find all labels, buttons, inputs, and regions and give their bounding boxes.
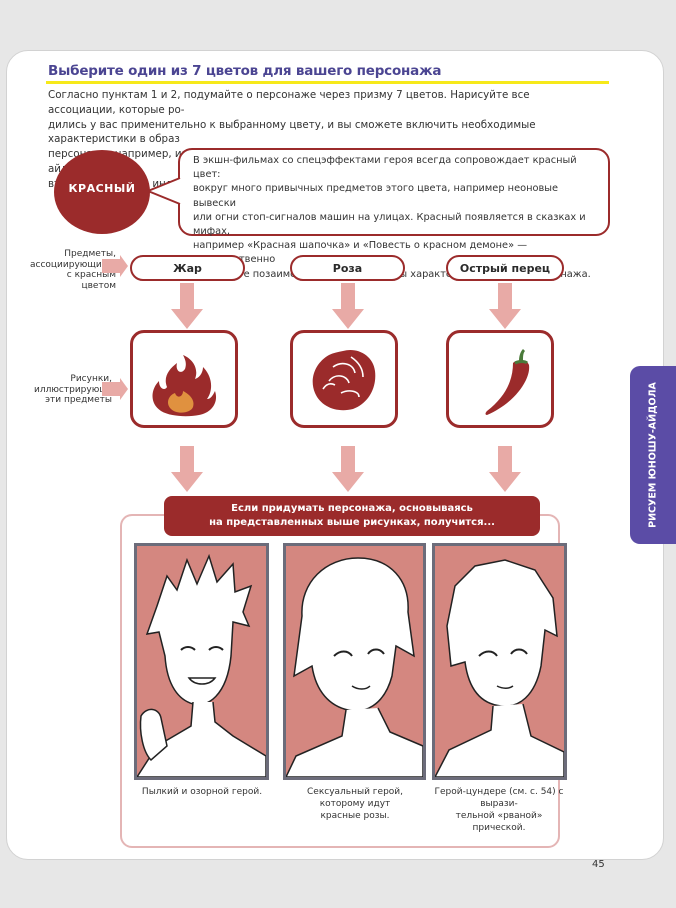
portrait-caption-3: Герой-цундере (см. с. 54) с вырази- тель… — [429, 786, 569, 834]
drawings-note-arrow — [102, 378, 128, 400]
down-arrow — [489, 446, 521, 492]
down-arrow — [171, 283, 203, 329]
character-illustration — [435, 559, 564, 777]
down-arrow — [332, 446, 364, 492]
drawings-side-note: Рисунки, иллюстрирующие эти предметы — [34, 374, 120, 406]
items-side-note: Предметы, ассоциирующиеся с красным цвет… — [30, 249, 118, 291]
note-line: ассоциирующиеся — [30, 259, 118, 270]
title-underline — [46, 81, 609, 84]
bubble-pointer — [146, 177, 181, 205]
note-line: с красным цветом — [66, 270, 116, 291]
banner-line: Если придумать персонажа, основываясь — [231, 503, 473, 514]
caption-line: красные розы. — [320, 811, 390, 821]
pepper-drawing-box — [446, 330, 554, 428]
color-badge-label: КРАСНЫЙ — [68, 182, 136, 195]
rose-icon — [312, 349, 376, 411]
note-line: Рисунки, — [70, 374, 112, 384]
portrait-caption-2: Сексуальный герой, которому идут красные… — [285, 786, 425, 822]
intro-line: Согласно пунктам 1 и 2, подумайте о перс… — [48, 89, 530, 116]
description-line: В экшн-фильмах со спецэффектами героя вс… — [193, 155, 577, 181]
note-line: иллюстрирующие — [34, 384, 120, 395]
caption-line: Герой-цундере (см. с. 54) с вырази- — [434, 787, 564, 809]
caption-line: тельной «рваной» прической. — [455, 811, 543, 833]
intro-line: дились у вас применительно к выбранному … — [48, 118, 536, 146]
portrait-character-1 — [134, 543, 269, 780]
section-title: Выберите один из 7 цветов для вашего пер… — [48, 63, 442, 79]
chili-pepper-icon — [485, 349, 530, 415]
item-pill-rose: Роза — [290, 255, 405, 281]
banner-line: на представленных выше рисунках, получит… — [209, 517, 495, 528]
item-pill-pepper: Острый перец — [446, 255, 564, 281]
caption-line: Сексуальный герой, которому идут — [307, 787, 403, 809]
color-description-bubble — [178, 148, 610, 236]
fire-icon — [152, 355, 217, 417]
rose-drawing-box — [290, 330, 398, 428]
description-line: вокруг много привычных предметов этого ц… — [193, 183, 559, 209]
note-line: Предметы, — [64, 249, 116, 259]
chapter-side-tab-label: РИСУЕМ ЮНОШУ-АЙДОЛА — [647, 382, 659, 528]
color-badge — [54, 150, 150, 234]
portrait-character-2 — [283, 543, 426, 780]
down-arrow — [171, 446, 203, 492]
down-arrow — [332, 283, 364, 329]
page-number: 45 — [592, 859, 605, 870]
chapter-side-tab — [630, 366, 676, 544]
character-illustration — [286, 557, 423, 777]
caption-line: Пылкий и озорной герой. — [141, 787, 263, 797]
down-arrow — [489, 283, 521, 329]
portrait-character-3 — [432, 543, 567, 780]
fire-drawing-box — [130, 330, 238, 428]
portrait-caption-1: Пылкий и озорной герой. — [132, 786, 272, 798]
items-note-arrow — [102, 255, 128, 277]
description-line: или огни стоп-сигналов машин на улицах. … — [193, 211, 586, 238]
item-pill-heat: Жар — [130, 255, 245, 281]
result-banner: Если придумать персонажа, основываясь на… — [164, 496, 540, 536]
note-line: эти предметы — [45, 395, 112, 405]
character-illustration — [137, 553, 266, 777]
